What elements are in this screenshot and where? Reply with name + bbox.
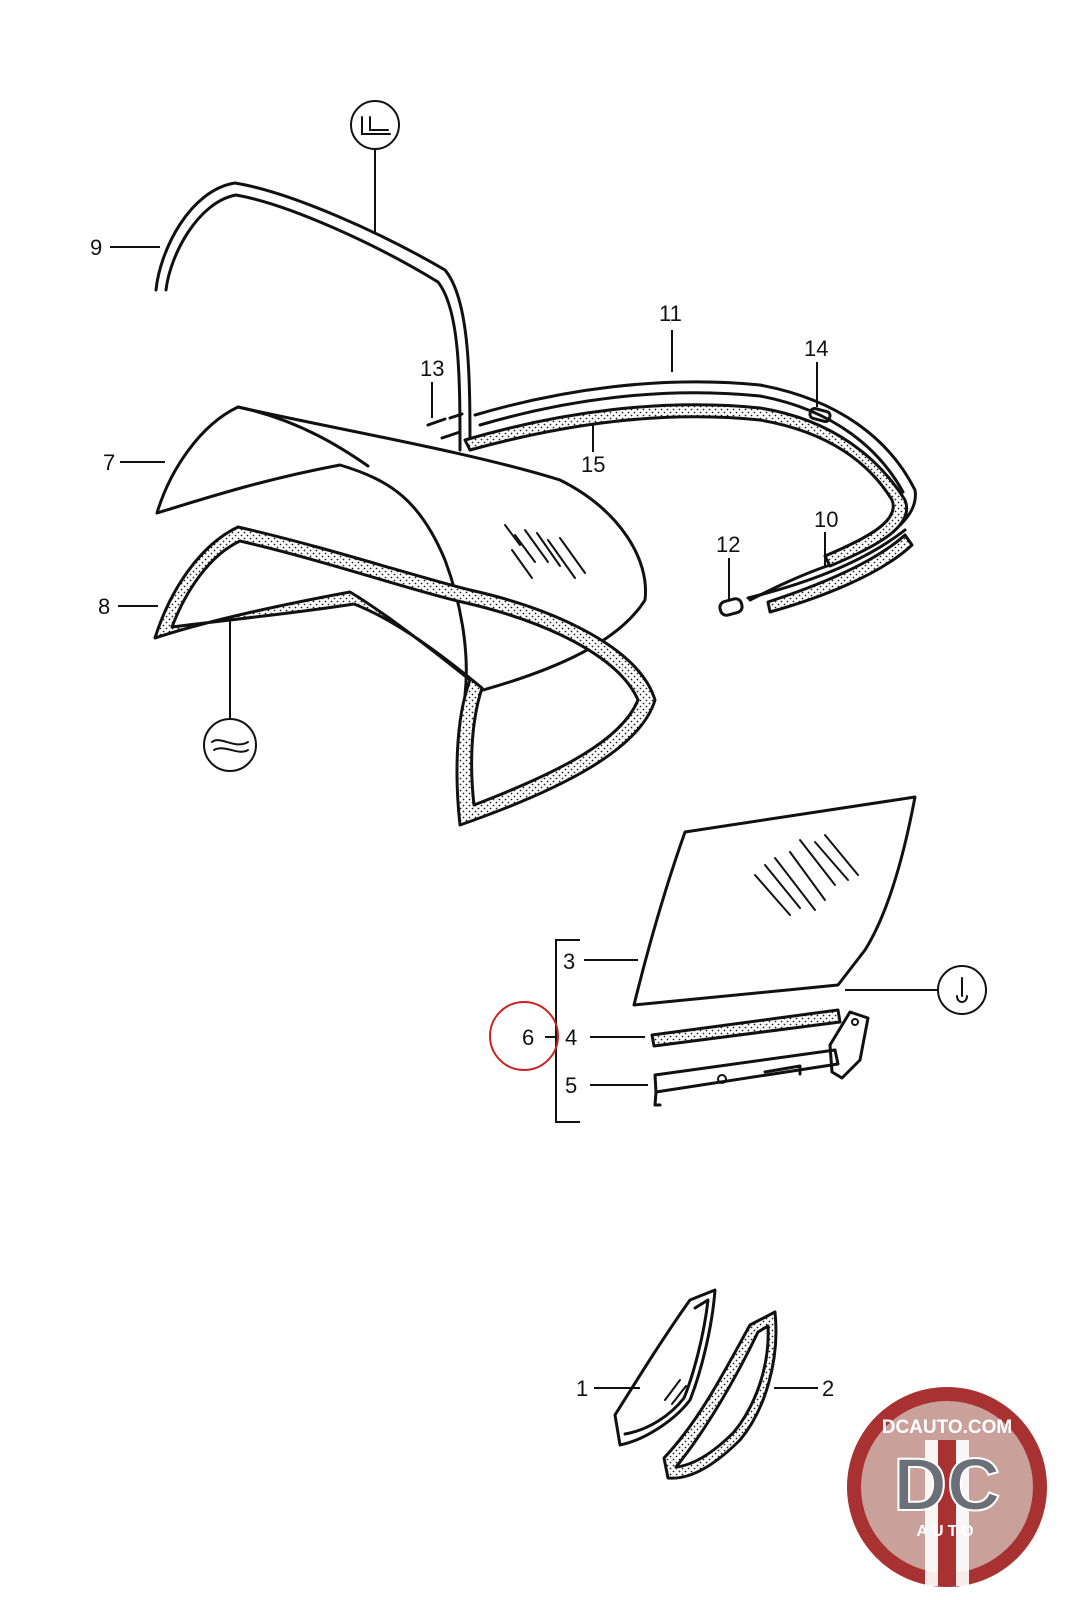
callout-6-highlight: [489, 1001, 559, 1071]
fastener-symbol: [845, 965, 987, 1015]
callout-15: 15: [581, 452, 605, 477]
part-14-clip: [808, 406, 832, 424]
callout-11: 11: [659, 301, 682, 326]
part-12-clip: [718, 597, 744, 617]
part-4-window-seal: [650, 1008, 842, 1048]
callout-14: 14: [804, 336, 828, 361]
callout-1: 1: [576, 1376, 588, 1401]
part-10-rail: [746, 528, 907, 600]
part-8-rear-window-seal: [153, 525, 657, 827]
part-3-door-window: [632, 795, 917, 1007]
callout-6: 6: [522, 1025, 534, 1050]
dcauto-logo: DCAUTO.COM DC AUTO: [847, 1387, 1047, 1587]
part-5-window-rail: [653, 1010, 870, 1107]
callout-2: 2: [822, 1376, 834, 1401]
callout-13: 13: [420, 356, 444, 381]
callout-10: 10: [814, 507, 838, 532]
leader-lines: [110, 246, 826, 1389]
adhesive-symbol: [203, 620, 257, 772]
callout-8: 8: [98, 594, 110, 619]
logo-mark-text: DC: [894, 1443, 1001, 1526]
seal-profile-symbol: [350, 100, 400, 232]
part-9-roof-frame-seal: [154, 181, 472, 452]
logo-word-text: AUTO: [916, 1523, 977, 1540]
callout-7: 7: [103, 450, 115, 475]
callout-12: 12: [716, 532, 740, 557]
part-7-rear-window: [155, 405, 648, 697]
part-1-quarter-window: [613, 1288, 717, 1447]
callout-5: 5: [565, 1073, 577, 1098]
callout-9: 9: [90, 235, 102, 260]
part-13-clip: [426, 412, 464, 440]
callout-3: 3: [563, 949, 575, 974]
logo-site-text: DCAUTO.COM: [882, 1417, 1013, 1438]
callout-4: 4: [565, 1025, 577, 1050]
part-2-quarter-window-seal: [662, 1310, 778, 1480]
